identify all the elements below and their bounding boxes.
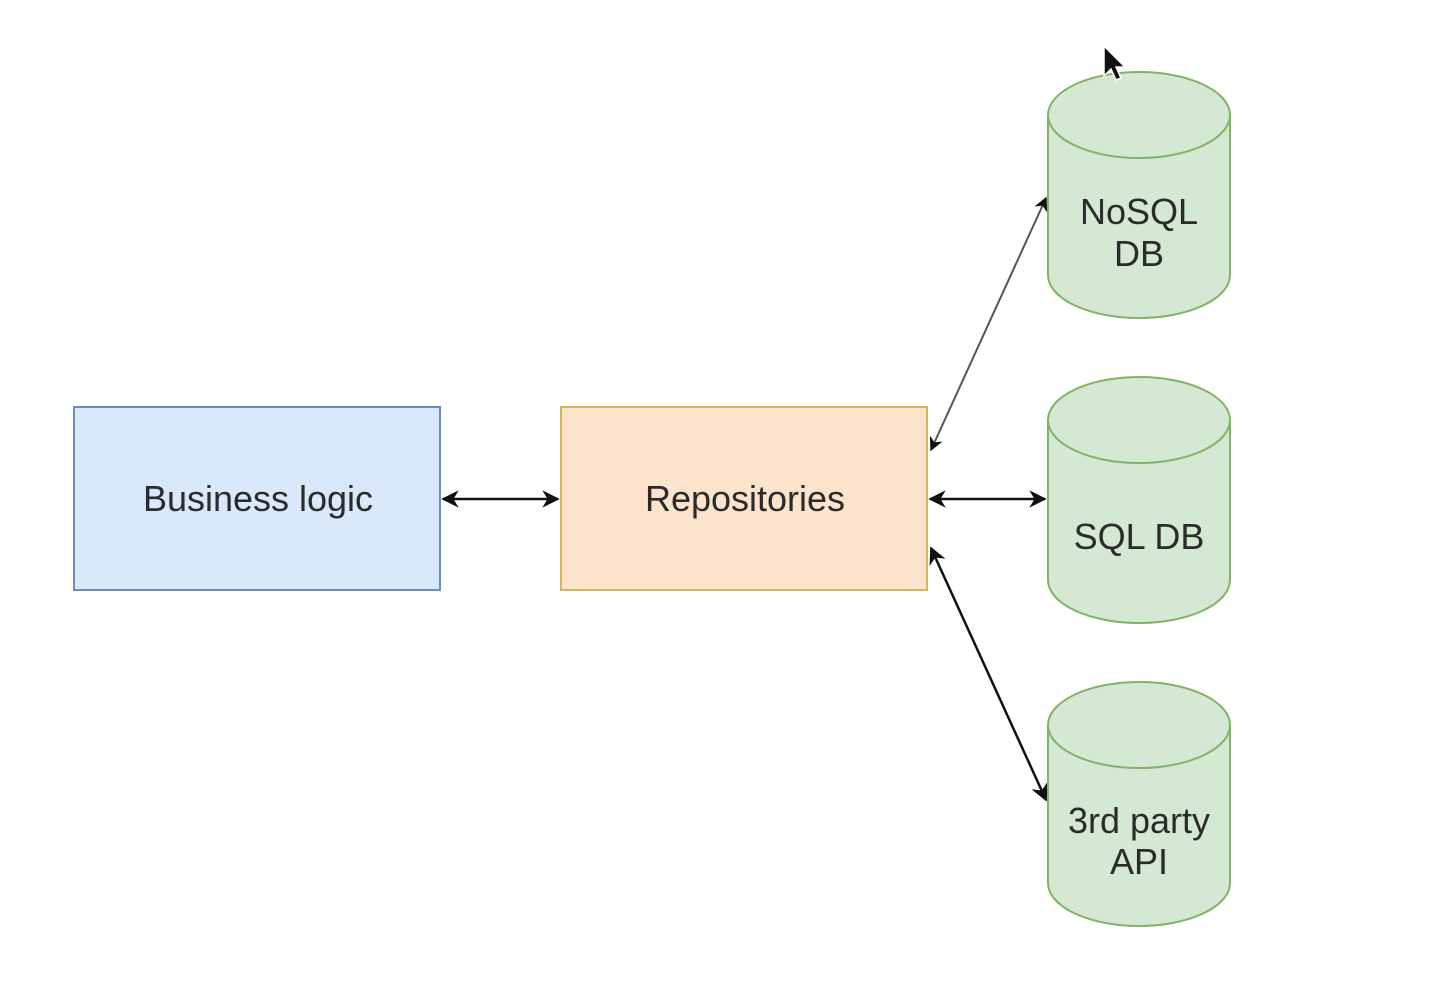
business-logic-label: Business logic bbox=[143, 478, 373, 519]
business-logic-node[interactable]: Business logic bbox=[73, 406, 441, 591]
third-party-api-node[interactable]: 3rd party API bbox=[1047, 681, 1231, 927]
mouse-cursor-icon bbox=[1103, 44, 1127, 81]
third-party-api-label-line2: API bbox=[1110, 841, 1168, 882]
sql-db-node[interactable]: SQL DB bbox=[1047, 376, 1231, 624]
third-party-api-label-line1: 3rd party bbox=[1068, 800, 1210, 841]
nosql-db-cylinder-top bbox=[1047, 71, 1231, 159]
nosql-db-node[interactable]: NoSQL DB bbox=[1047, 71, 1231, 319]
business-logic-box bbox=[73, 406, 441, 591]
sql-db-label: SQL DB bbox=[1074, 516, 1205, 557]
edge-repositories-nosql bbox=[929, 196, 1048, 452]
nosql-db-label-line2: DB bbox=[1114, 233, 1164, 274]
nosql-db-cylinder-body bbox=[1047, 114, 1231, 319]
sql-db-cylinder-top bbox=[1047, 376, 1231, 464]
third-party-api-cylinder-body bbox=[1047, 724, 1231, 927]
repositories-box bbox=[560, 406, 928, 591]
repositories-node[interactable]: Repositories bbox=[560, 406, 928, 591]
third-party-api-cylinder-top bbox=[1047, 681, 1231, 769]
sql-db-cylinder-body bbox=[1047, 419, 1231, 624]
edge-repositories-api bbox=[929, 546, 1048, 802]
edges bbox=[441, 196, 1048, 802]
repositories-label: Repositories bbox=[645, 478, 845, 519]
nosql-db-label-line1: NoSQL bbox=[1080, 191, 1198, 232]
